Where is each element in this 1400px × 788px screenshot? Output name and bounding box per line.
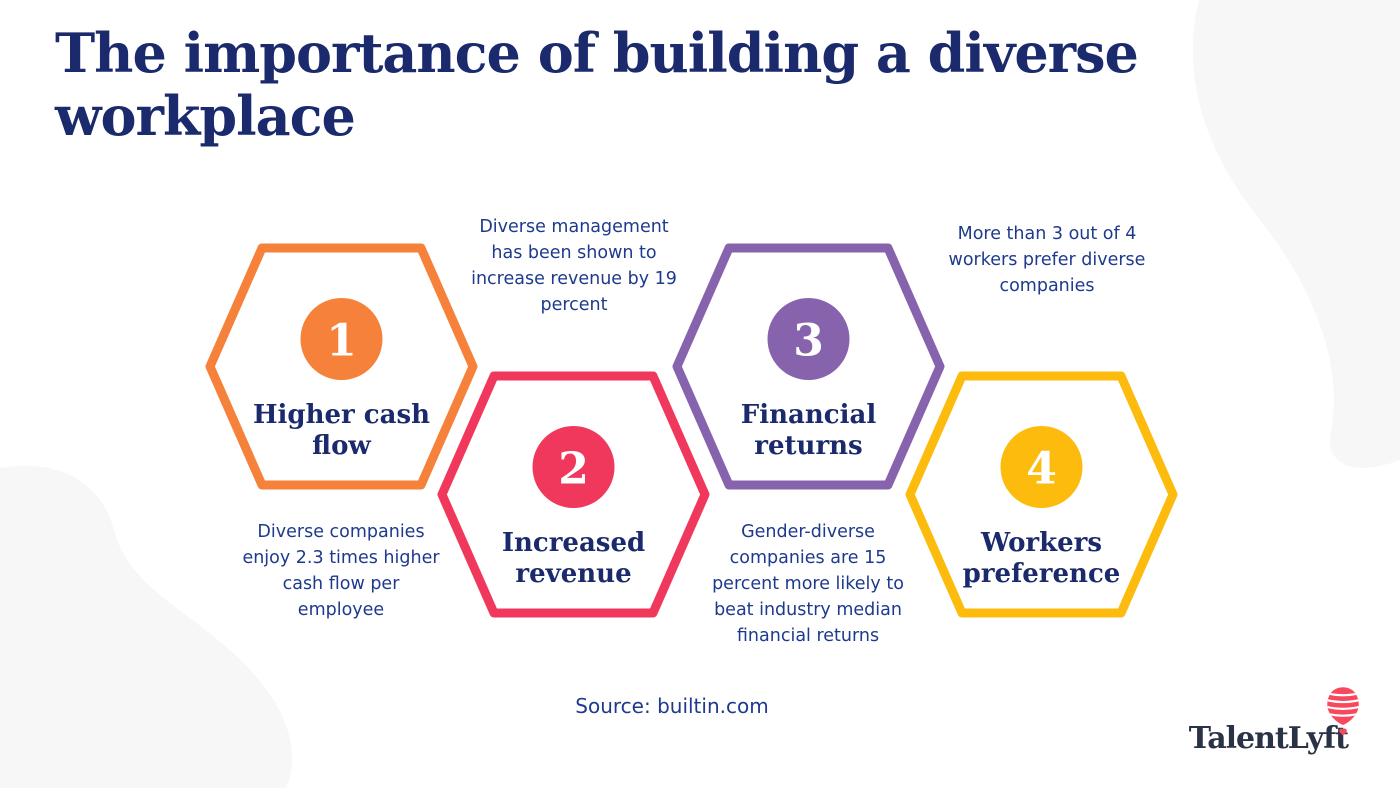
step-description-line: has been shown to xyxy=(491,243,657,263)
step-description-line: cash flow per xyxy=(282,574,400,594)
step-title: Financial returns xyxy=(740,400,877,461)
background-blob-bottom-left xyxy=(0,465,293,788)
step-number-badge xyxy=(767,298,850,380)
step-description-line: Diverse companies xyxy=(257,522,425,542)
step-description-line: More than 3 out of 4 xyxy=(957,224,1137,244)
step-hexagon-2: 2 Increased revenue xyxy=(437,371,710,618)
step-title: Workers preference xyxy=(962,528,1121,589)
hexagon-outline-icon: 1 xyxy=(205,243,478,490)
step-description-line: financial returns xyxy=(736,626,880,646)
hexagon-outline-icon: 2 xyxy=(437,371,710,618)
step-description-line: Gender-diverse xyxy=(741,522,875,542)
balloon-heart xyxy=(1339,728,1347,736)
step-description-2: Diverse management has been shown to inc… xyxy=(444,214,704,318)
step-description-line: percent more likely to xyxy=(712,574,904,594)
hexagon-border xyxy=(905,371,1178,618)
hexagon-outline-icon: 4 xyxy=(905,371,1178,618)
step-hexagon-4: 4 Workers preference xyxy=(905,371,1178,618)
hexagon-border xyxy=(672,243,945,490)
step-description-line: increase revenue by 19 xyxy=(471,269,677,289)
step-hexagon-1: 1 Higher cash flow xyxy=(205,243,478,490)
step-description-line: enjoy 2.3 times higher xyxy=(242,548,440,568)
step-number-badge xyxy=(532,426,615,508)
step-description-1: Diverse companies enjoy 2.3 times higher… xyxy=(211,519,471,623)
step-number: 2 xyxy=(558,444,589,495)
step-description-line: Diverse management xyxy=(479,217,669,237)
step-number: 1 xyxy=(326,316,357,367)
background-blob-top-right xyxy=(1192,0,1400,468)
step-description-line: employee xyxy=(297,600,385,620)
page-title: The importance of building a diverse wor… xyxy=(55,21,1139,149)
step-description-line: companies xyxy=(999,276,1095,296)
step-description-line: percent xyxy=(540,295,608,315)
hot-air-balloon-icon xyxy=(1327,687,1359,736)
hexagon-border xyxy=(205,243,478,490)
step-hexagon-3: 3 Financial returns xyxy=(672,243,945,490)
step-description-3: Gender-diverse companies are 15 percent … xyxy=(678,519,938,649)
step-title: Increased revenue xyxy=(501,528,646,589)
step-title: Higher cash flow xyxy=(252,400,431,461)
source-attribution: Source: builtin.com xyxy=(575,694,769,718)
step-description-line: companies are 15 xyxy=(729,548,887,568)
step-description-line: beat industry median xyxy=(714,600,902,620)
talentlyft-logo: TalentLyft xyxy=(1188,687,1359,756)
balloon-body xyxy=(1327,687,1359,726)
hexagon-border xyxy=(437,371,710,618)
talentlyft-wordmark: TalentLyft xyxy=(1188,721,1349,756)
hexagon-outline-icon: 3 xyxy=(672,243,945,490)
step-description-line: workers prefer diverse xyxy=(948,250,1146,270)
step-number: 4 xyxy=(1026,444,1057,495)
step-description-4: More than 3 out of 4 workers prefer dive… xyxy=(917,221,1177,299)
step-number-badge xyxy=(1000,426,1083,508)
step-number: 3 xyxy=(793,316,824,367)
step-number-badge xyxy=(300,298,383,380)
